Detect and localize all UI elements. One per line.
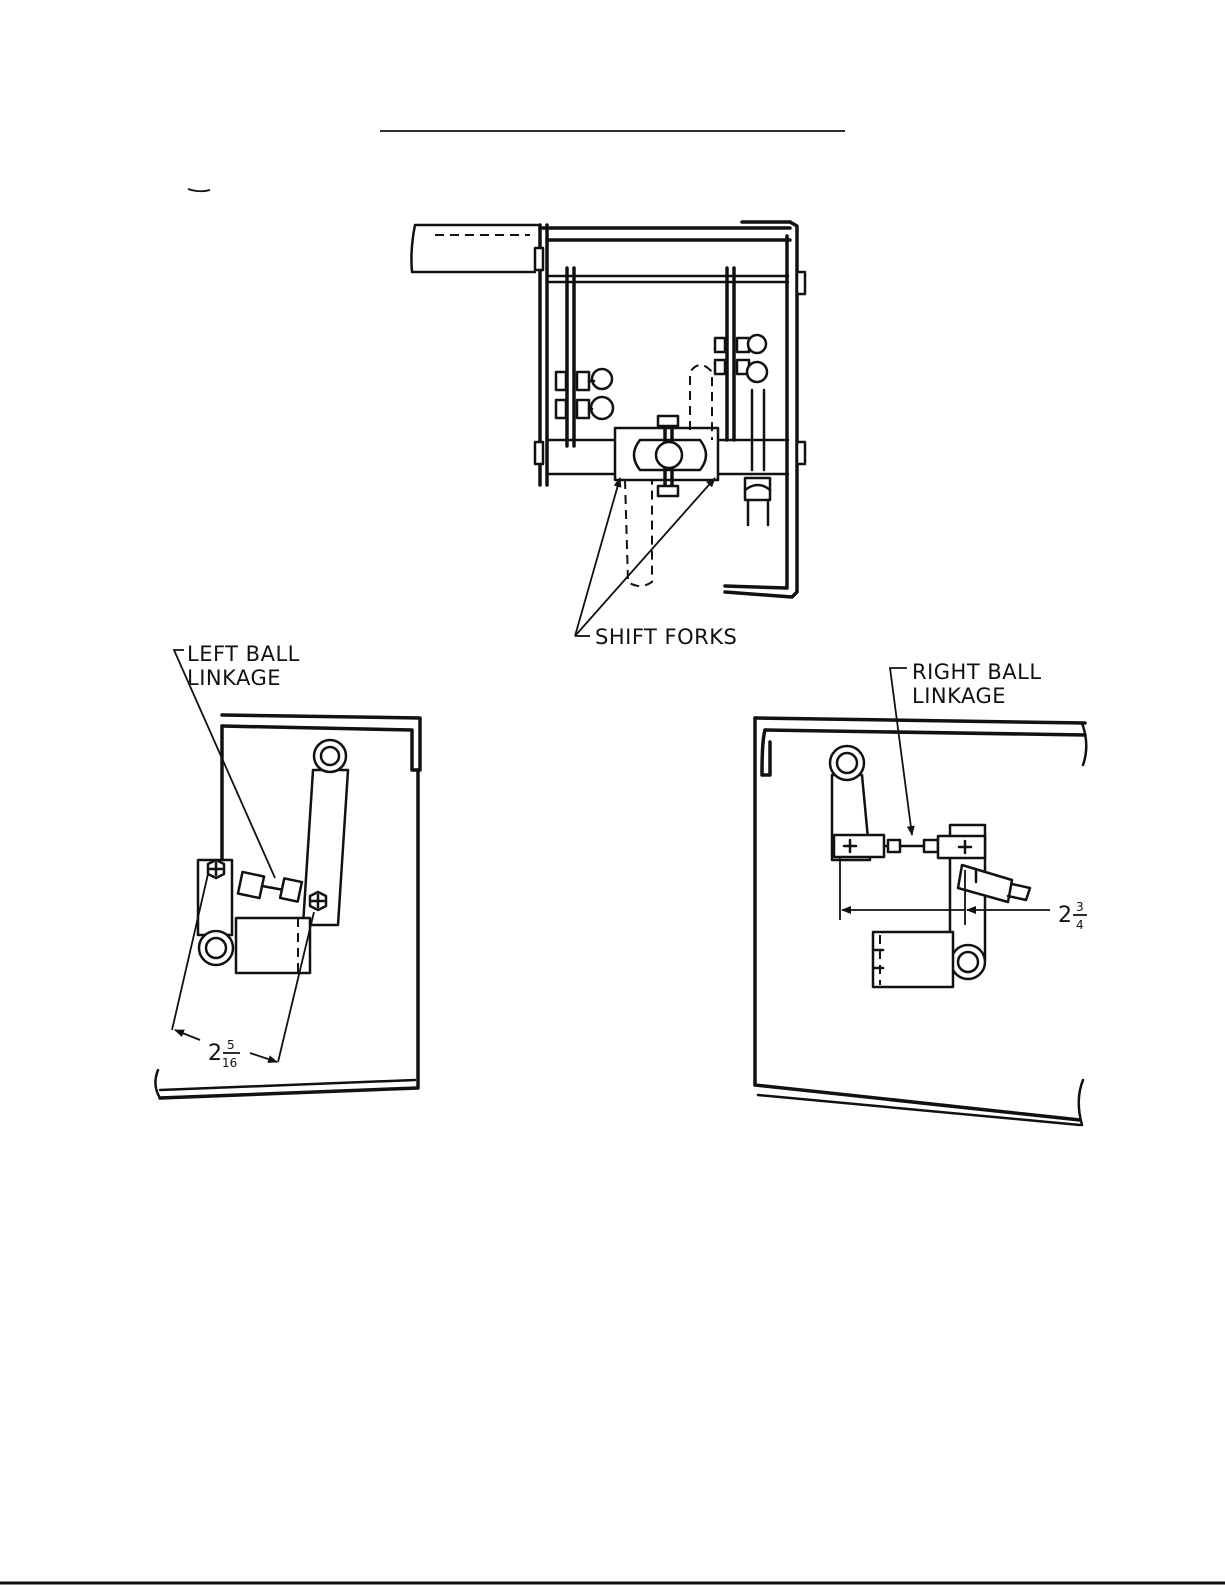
- right-ball-linkage-label-line2: LINKAGE: [912, 684, 1006, 708]
- right-ball-linkage-label-line1: RIGHT BALL: [912, 660, 1042, 684]
- left-ball-linkage-label-line1: LEFT BALL: [187, 642, 300, 666]
- shift-forks-label: SHIFT FORKS: [595, 625, 737, 649]
- right-dimension-denominator: 4: [1076, 918, 1084, 932]
- shift-forks-leader: [575, 478, 715, 636]
- left-dimension-numerator: 5: [227, 1038, 235, 1052]
- left-dimension: 2 5 16: [208, 1038, 240, 1070]
- right-dimension-whole: 2: [1058, 903, 1072, 928]
- left-ball-linkage-label-line2: LINKAGE: [187, 666, 281, 690]
- right-dimension: 2 3 4: [1058, 900, 1087, 932]
- right-dimension-numerator: 3: [1076, 900, 1084, 914]
- left-dimension-denominator: 16: [222, 1056, 237, 1070]
- right-ball-linkage-view: [755, 718, 1086, 1125]
- shifter-assembly-top-view: [411, 222, 805, 597]
- right-hex-nut-icon: [310, 892, 326, 910]
- left-hex-nut-icon: [208, 860, 224, 878]
- left-ball-linkage-view: [155, 715, 420, 1098]
- right-linkage-leader: [890, 668, 912, 835]
- left-dimension-whole: 2: [208, 1041, 222, 1066]
- scan-mark: [188, 189, 210, 191]
